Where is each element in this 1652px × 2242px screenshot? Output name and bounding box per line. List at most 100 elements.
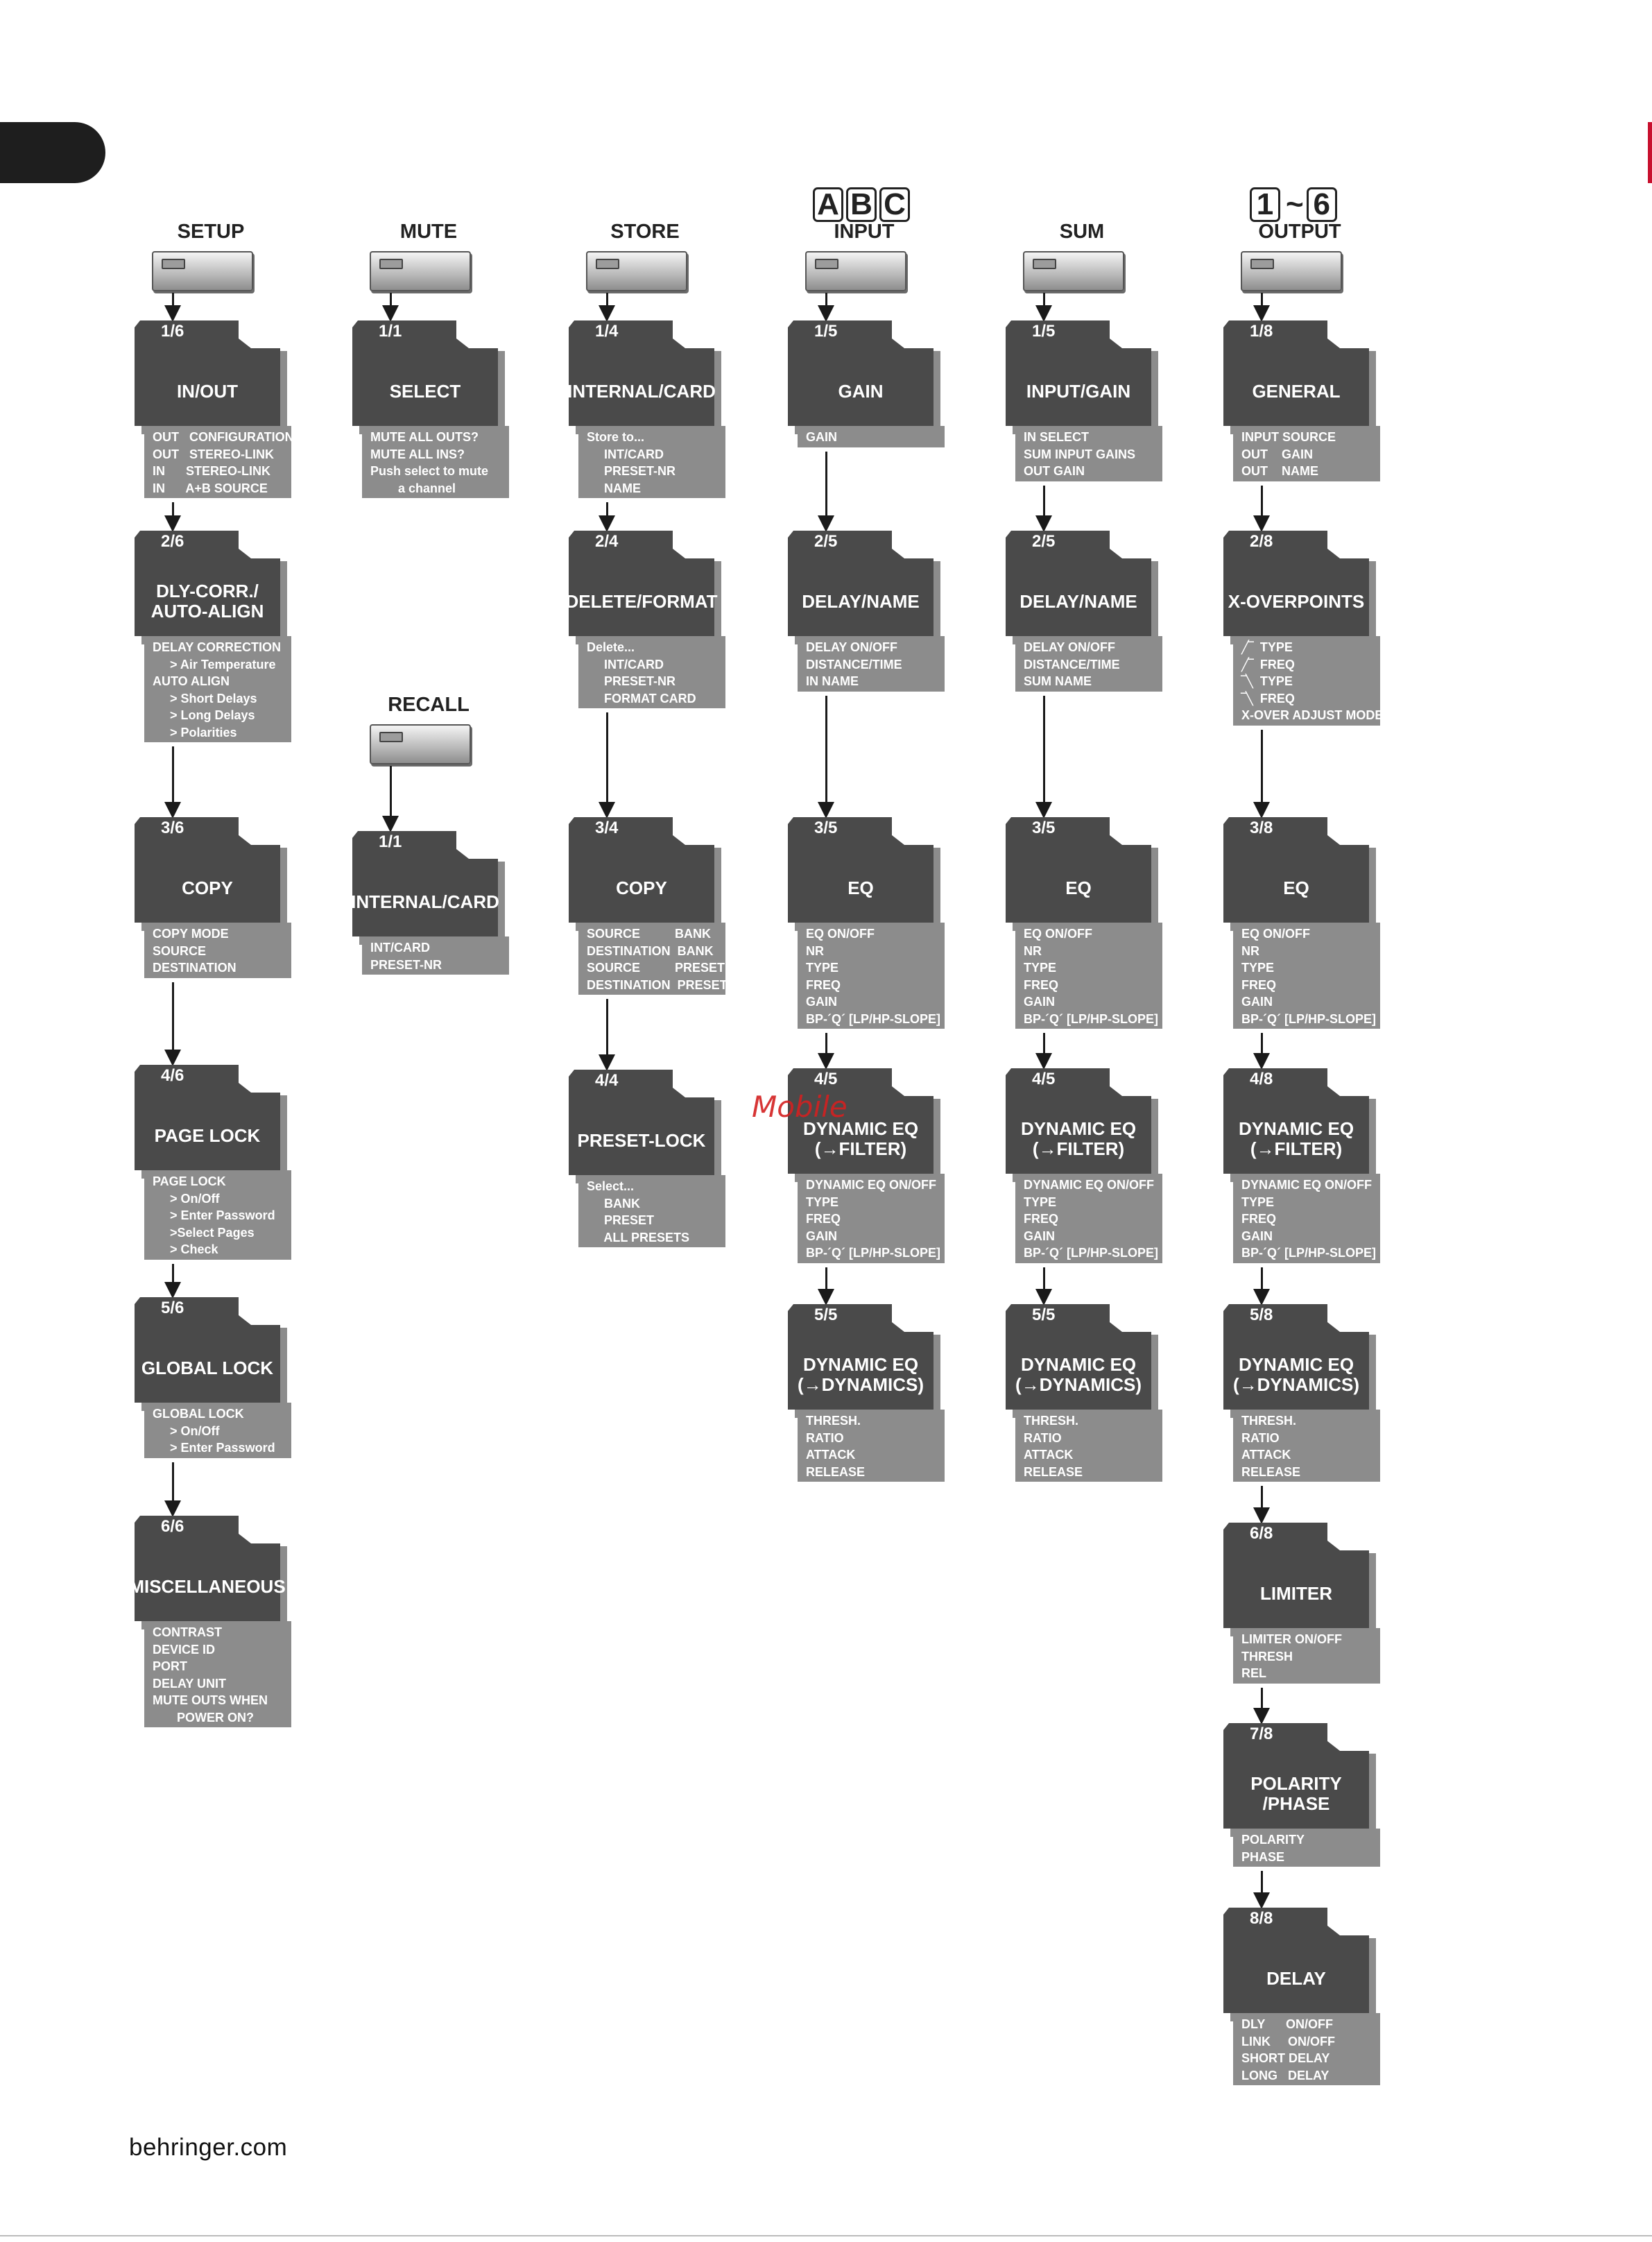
output-arrow-4-head — [1253, 1053, 1270, 1070]
param-item: GLOBAL LOCK — [153, 1407, 244, 1421]
menu-title: INPUT/GAIN — [1026, 380, 1131, 402]
param-item: RATIO — [806, 1430, 844, 1445]
sum-arrow-3-head — [1035, 802, 1052, 819]
param-item: SUM NAME — [1024, 674, 1092, 688]
output-button[interactable] — [1241, 251, 1342, 291]
param-item: DELAY CORRECTION — [153, 640, 282, 654]
param-item: OUT GAIN — [1024, 464, 1085, 478]
menu-title: GLOBAL LOCK — [141, 1357, 274, 1378]
recall-arrow-1-head — [382, 816, 399, 832]
store-arrow-3-head — [599, 802, 615, 819]
param-item: IN NAME — [806, 674, 859, 688]
footer-url: behringer.com — [129, 2134, 288, 2161]
mute-arrow-1-line — [390, 293, 392, 307]
setup-arrow-6-head — [164, 1500, 181, 1517]
menu-title: SELECT — [389, 380, 461, 402]
param-item: LIMITER ON/OFF — [1241, 1632, 1342, 1646]
input-arrow-1-line — [825, 293, 827, 307]
folder-tab — [1223, 1068, 1327, 1088]
param-item: REL — [1241, 1666, 1266, 1680]
bottom-rule — [0, 2235, 1652, 2236]
param-item: X-OVER ADJUST MODE — [1241, 708, 1384, 722]
param-item: GAIN — [1024, 1229, 1055, 1243]
input-badge-item: A — [813, 187, 843, 222]
recall-button[interactable] — [370, 724, 471, 764]
param-item: GAIN — [806, 995, 837, 1009]
param-item: COPY MODE — [153, 927, 229, 941]
menu-title: DLY-CORR./ AUTO-ALIGN — [150, 581, 264, 622]
param-item: NAME — [587, 481, 642, 495]
output-key-label: OUTPUT — [1258, 221, 1341, 243]
recall-led — [379, 732, 403, 742]
sum-arrow-2-line — [1043, 485, 1045, 517]
input-led — [815, 259, 838, 269]
page-number: 1/4 — [595, 322, 619, 341]
folder-body — [135, 339, 280, 426]
param-item: ╱‾ FREQ — [1241, 657, 1295, 671]
param-item: DELAY ON/OFF — [806, 640, 898, 654]
param-item: TYPE — [1241, 1195, 1275, 1209]
param-item: LONG DELAY — [1241, 2068, 1330, 2082]
sum-button[interactable] — [1023, 251, 1124, 291]
param-item: BP-´Q´ [LP/HP-SLOPE] — [1241, 1246, 1376, 1260]
store-button[interactable] — [586, 251, 687, 291]
output-arrow-4-line — [1261, 1033, 1263, 1054]
input-button[interactable] — [805, 251, 906, 291]
page-number: 1/6 — [161, 322, 184, 341]
folder-tab — [1223, 817, 1327, 837]
param-item: OUT GAIN — [1241, 447, 1313, 461]
store-arrow-3-line — [606, 712, 608, 803]
param-item: RELEASE — [1024, 1464, 1083, 1479]
param-item: ALL PRESETS — [587, 1230, 690, 1244]
param-item: PRESET-NR — [587, 674, 676, 688]
param-item: GAIN — [806, 1229, 837, 1243]
input-arrow-2-head — [818, 515, 834, 532]
setup-button[interactable] — [152, 251, 253, 291]
menu-title: EQ — [847, 877, 874, 898]
param-item: > Check — [153, 1242, 218, 1256]
param-item: DYNAMIC EQ ON/OFF — [1241, 1178, 1372, 1192]
setup-param-list-4: PAGE LOCK > On/Off > Enter Password >Sel… — [144, 1170, 291, 1260]
folder-tab — [788, 817, 892, 837]
param-item: OUT CONFIGURATION — [153, 430, 294, 444]
param-item: > On/Off — [153, 1191, 220, 1206]
page-number: 6/8 — [1250, 1524, 1273, 1543]
param-item: BP-´Q´ [LP/HP-SLOPE] — [806, 1011, 940, 1026]
menu-title: LIMITER — [1260, 1582, 1332, 1604]
mute-button[interactable] — [370, 251, 471, 291]
menu-title: PRESET-LOCK — [577, 1129, 706, 1151]
output-arrow-5-line — [1261, 1267, 1263, 1290]
menu-title: INTERNAL/CARD — [567, 380, 716, 402]
param-item: THRESH. — [1241, 1414, 1297, 1428]
menu-title: GAIN — [838, 380, 884, 402]
output-channel-badge: 1~6 — [1250, 187, 1340, 222]
param-item: NR — [1024, 943, 1042, 958]
param-item: ‾╲ FREQ — [1241, 691, 1295, 705]
param-item: DEVICE ID — [153, 1642, 216, 1657]
menu-title: EQ — [1283, 877, 1309, 898]
folder-tab — [1006, 1304, 1110, 1324]
param-item: PAGE LOCK — [153, 1174, 226, 1188]
param-item: SOURCE BANK — [587, 927, 712, 941]
param-item: OUT STEREO-LINK — [153, 447, 274, 461]
page-number: 4/4 — [595, 1071, 619, 1090]
param-item: BANK — [587, 1196, 641, 1210]
setup-arrow-3-head — [164, 802, 181, 819]
folder-tab — [569, 1070, 673, 1089]
folder-tab — [788, 320, 892, 340]
param-item: DESTINATION BANK — [587, 943, 714, 958]
folder-tab — [569, 320, 673, 340]
folder-tab — [135, 1065, 239, 1084]
folder-body — [135, 835, 280, 923]
section-tab — [0, 122, 105, 183]
param-item: OUT NAME — [1241, 464, 1318, 478]
menu-title: COPY — [616, 877, 667, 898]
store-arrow-4-line — [606, 999, 608, 1056]
param-item: BP-´Q´ [LP/HP-SLOPE] — [1024, 1011, 1158, 1026]
output-arrow-7-head — [1253, 1708, 1270, 1725]
